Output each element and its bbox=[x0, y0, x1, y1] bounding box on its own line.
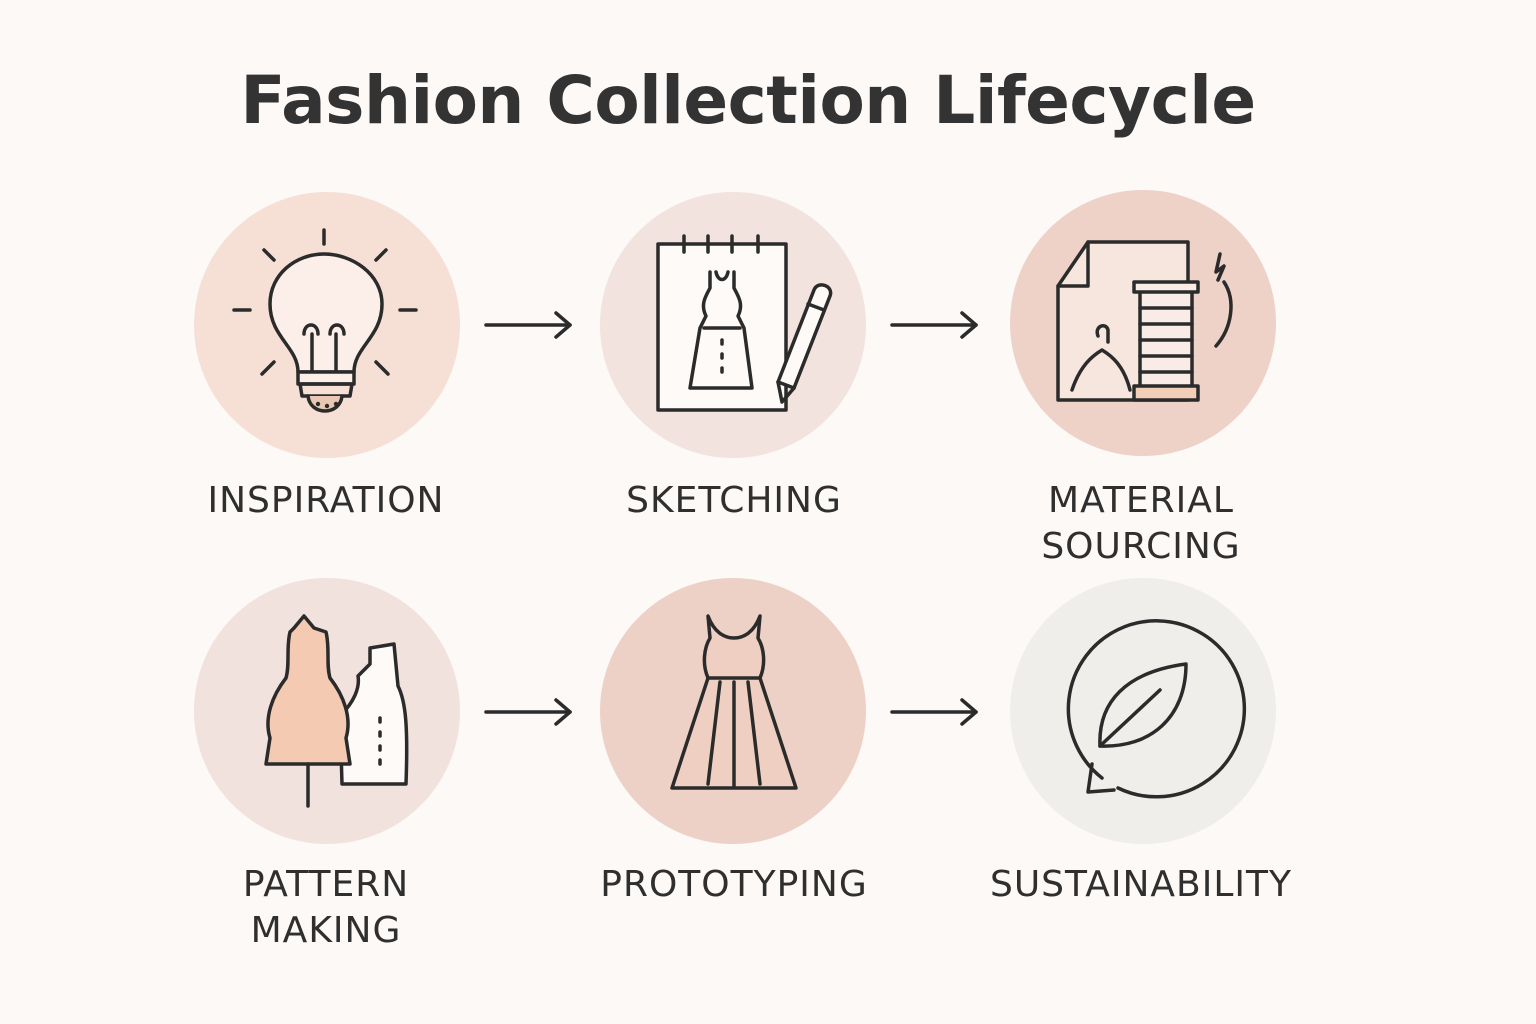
arrow-right-icon bbox=[888, 697, 980, 727]
leaf-cycle-icon bbox=[1010, 578, 1276, 844]
step-material-sourcing-circle bbox=[1010, 190, 1276, 456]
step-prototyping-circle bbox=[600, 578, 866, 844]
step-pattern-making-circle bbox=[194, 578, 460, 844]
step-inspiration-label: INSPIRATION bbox=[207, 480, 445, 521]
arrow-right-icon bbox=[482, 697, 574, 727]
arrow-right-icon bbox=[482, 310, 574, 340]
lightbulb-icon bbox=[194, 192, 460, 458]
step-material-sourcing-label: MATERIAL SOURCING bbox=[1041, 480, 1241, 567]
fabric-thread-spool-icon bbox=[1010, 190, 1276, 456]
arrow-right-icon bbox=[888, 310, 980, 340]
step-inspiration-circle bbox=[194, 192, 460, 458]
step-prototyping-label: PROTOTYPING bbox=[600, 864, 868, 905]
dress-icon bbox=[600, 578, 866, 844]
step-pattern-making-label: PATTERN MAKING bbox=[242, 864, 410, 951]
sketchbook-pencil-icon bbox=[600, 192, 866, 458]
step-sustainability-label: SUSTAINABILITY bbox=[989, 864, 1293, 905]
dress-form-pattern-icon bbox=[194, 578, 460, 844]
step-sustainability-circle bbox=[1010, 578, 1276, 844]
diagram-title: Fashion Collection Lifecycle bbox=[240, 62, 1256, 139]
step-sketching-circle bbox=[600, 192, 866, 458]
step-sketching-label: SKETCHING bbox=[626, 480, 842, 521]
